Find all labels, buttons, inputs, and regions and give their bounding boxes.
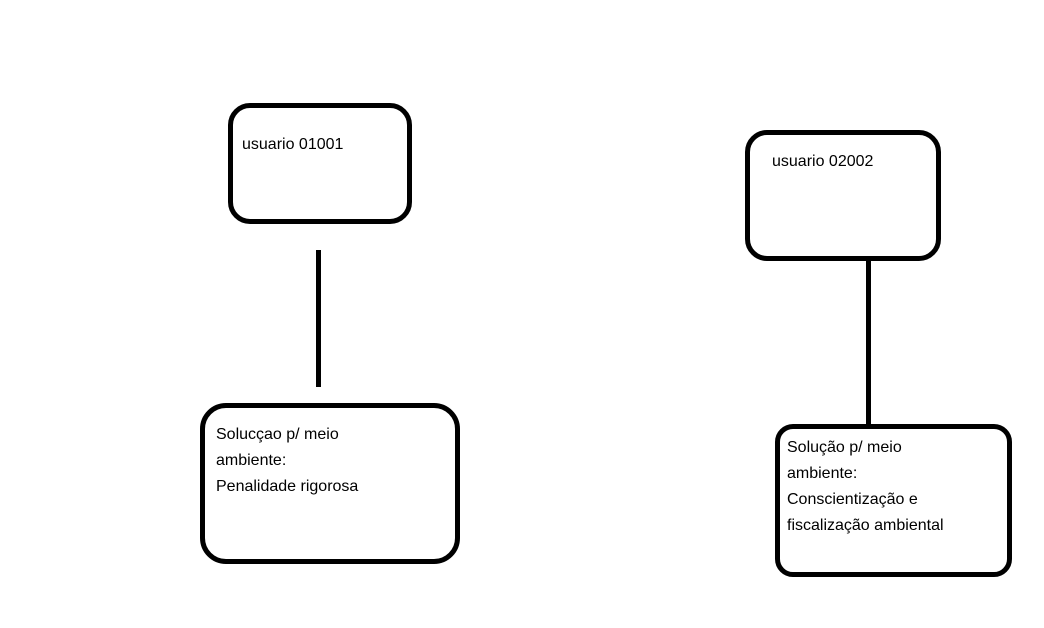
connector-user1-solution1 <box>316 250 321 387</box>
connector-user2-solution2 <box>866 257 871 427</box>
node-usuario-02002-label: usuario 02002 <box>772 153 874 170</box>
node-solucao-conscientizacao[interactable]: Solução p/ meio ambiente: Conscientizaçã… <box>775 424 1012 577</box>
node-usuario-02002[interactable]: usuario 02002 <box>745 130 941 261</box>
node-solucao-conscientizacao-label: Solução p/ meio ambiente: Conscientizaçã… <box>787 439 944 534</box>
node-usuario-01001-label: usuario 01001 <box>242 136 344 153</box>
node-usuario-01001[interactable]: usuario 01001 <box>228 103 412 224</box>
node-solucao-penalidade-label: Solucçao p/ meio ambiente: Penalidade ri… <box>216 426 359 495</box>
node-solucao-penalidade[interactable]: Solucçao p/ meio ambiente: Penalidade ri… <box>200 403 460 564</box>
